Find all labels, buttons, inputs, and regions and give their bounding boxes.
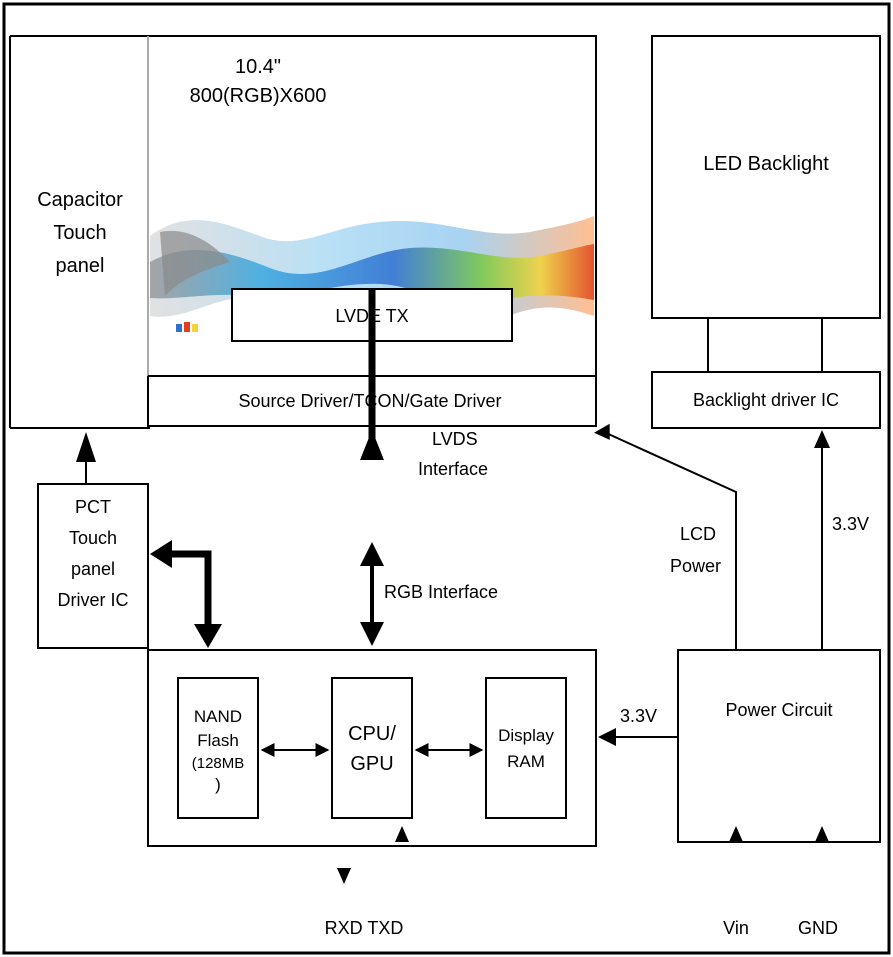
- backlight-driver-box: [651, 371, 881, 429]
- screen-resolution: 800(RGB)X600: [190, 85, 327, 107]
- cpu-box: [331, 677, 413, 819]
- pct-bus-arrow-left: [150, 540, 172, 568]
- power-circuit-label: Power Circuit: [725, 700, 832, 720]
- pct-line-3: panel: [71, 559, 115, 579]
- uart-in-arrow: [395, 826, 409, 842]
- board-voltage-label: 3.3V: [620, 706, 657, 726]
- power-board-arrow: [598, 728, 616, 746]
- pct-driver-box: [37, 483, 149, 649]
- rgb-arrow-down: [360, 622, 384, 646]
- touch-panel-line-2: Touch: [53, 222, 106, 244]
- led-backlight-label: LED Backlight: [703, 153, 829, 175]
- backlight-voltage-label: 3.3V: [832, 514, 869, 534]
- cpu-line-2: GPU: [350, 753, 393, 775]
- screen-size: 10.4": [235, 56, 281, 78]
- nand-box: [177, 677, 259, 819]
- nand-line-3: (128MB: [192, 755, 245, 772]
- nand-line-4: ): [215, 775, 221, 794]
- pct-bus-arrow-down: [194, 624, 222, 648]
- lvds-arrow-up: [360, 430, 384, 460]
- uart-down-arrow: [337, 868, 351, 884]
- lvds-label-1: LVDS: [432, 429, 478, 449]
- lcd-power-wire: [603, 431, 737, 650]
- pct-to-touch-arrow: [76, 432, 96, 462]
- gnd-arrow: [815, 826, 829, 842]
- cpu-line-1: CPU/: [348, 723, 396, 745]
- backlight-driver-label: Backlight driver IC: [693, 390, 839, 410]
- lcd-power-arrow: [594, 423, 610, 440]
- vin-arrow: [729, 826, 743, 842]
- backlight-power-arrow: [814, 430, 830, 448]
- touch-panel-line-1: Capacitor: [37, 189, 123, 211]
- display-ram-box: [485, 677, 567, 819]
- rgb-label: RGB Interface: [384, 582, 498, 602]
- nand-line-1: NAND: [194, 707, 242, 726]
- lcd-power-line-2: Power: [670, 556, 721, 576]
- led-backlight-box: [651, 35, 881, 319]
- nand-line-2: Flash: [197, 731, 239, 750]
- power-circuit-box: [677, 649, 881, 843]
- rgb-arrow-up: [360, 542, 384, 566]
- lvds-label-2: Interface: [418, 459, 488, 479]
- rxd-txd-label: RXD TXD: [325, 918, 404, 938]
- gnd-label: GND: [798, 918, 838, 938]
- lcd-power-line-1: LCD: [680, 524, 716, 544]
- ram-line-1: Display: [498, 726, 554, 745]
- pct-line-4: Driver IC: [58, 590, 129, 610]
- vin-label: Vin: [723, 918, 749, 938]
- pct-board-bus: [166, 550, 212, 628]
- pct-line-2: Touch: [69, 528, 117, 548]
- touch-panel-line-3: panel: [56, 255, 105, 277]
- ram-line-2: RAM: [507, 752, 545, 771]
- pct-line-1: PCT: [75, 497, 111, 517]
